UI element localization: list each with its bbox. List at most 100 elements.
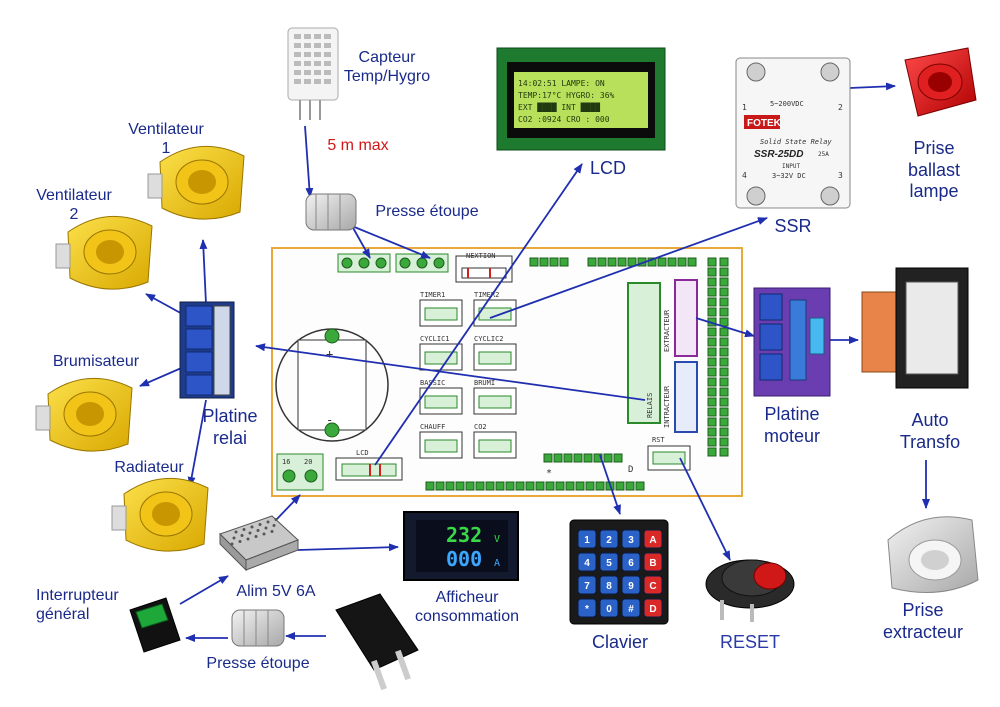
arrow-relai-to-vent2 <box>145 293 187 317</box>
keypad-key-label: 8 <box>606 581 612 592</box>
label-interrupteur: Interrupteur général <box>36 587 119 624</box>
label-ventilateur1: Ventilateur 1 <box>128 121 204 158</box>
ssr-pin-4: 4 <box>742 171 747 180</box>
arrow-board-to-relai <box>255 343 646 401</box>
lcd-line-3: EXT ████ INT ████ <box>518 102 600 112</box>
arrow-alim-to-afficheur <box>297 543 399 552</box>
keypad-key: B <box>643 552 663 572</box>
keypad-key: 4 <box>577 552 597 572</box>
platine-moteur <box>753 287 831 397</box>
extracteur-label: EXTRACTEUR <box>663 309 671 352</box>
keypad-key: 9 <box>621 575 641 595</box>
label-prise-extracteur: Prise extracteur <box>882 600 964 642</box>
ssr-model: SSR-25DD <box>754 149 803 160</box>
label-presse-bottom: Presse étoupe <box>206 655 310 672</box>
lcd-line-1: 14:02:51 LAMPE: ON <box>518 79 605 88</box>
rst-label: RST <box>652 436 665 444</box>
label-radiateur: Radiateur <box>114 459 184 476</box>
keypad-key-label: 6 <box>628 558 634 569</box>
power-terminal: 16 20 <box>276 453 324 491</box>
meter-current-unit: A <box>494 558 500 569</box>
keypad-key-label: 9 <box>628 581 634 592</box>
svg-text:+: + <box>326 347 333 361</box>
arrow-capteur-to-presse <box>304 125 314 198</box>
connector-label: TIMER2 <box>474 291 499 299</box>
top-terminal-block <box>337 253 513 283</box>
label-distance: 5 m max <box>327 137 389 154</box>
keypad-key-label: B <box>649 558 656 569</box>
yellow-socket-1 <box>147 145 245 220</box>
label-clavier: Clavier <box>591 632 648 652</box>
keypad-key: D <box>643 598 663 618</box>
label-brumisateur: Brumisateur <box>52 353 140 370</box>
keypad-key-label: # <box>628 604 634 615</box>
keypad-key: C <box>643 575 663 595</box>
yellow-socket-2 <box>55 215 153 290</box>
keypad-key: * <box>577 598 597 618</box>
keypad-key: 2 <box>599 529 619 549</box>
ssr-pin-2: 2 <box>838 103 843 112</box>
ssr-module: 1 2 3 4 5~200VDC FOTEK Solid State Relay… <box>735 57 851 209</box>
connector-timer2: TIMER2 <box>473 291 517 327</box>
arrow-board-to-reset <box>679 457 731 561</box>
connector-bassic: BASSIC <box>419 379 463 415</box>
right-header-pins <box>707 257 729 457</box>
terminal-label-20: 20 <box>304 458 312 466</box>
alim-power-supply <box>219 515 299 572</box>
connector-label: CHAUFF <box>420 423 445 431</box>
yellow-socket-3 <box>35 377 133 452</box>
top-header-pins <box>529 257 697 267</box>
d-label: D <box>628 465 633 475</box>
connector-label: CYCLIC2 <box>474 335 504 343</box>
arrow-alim-to-board <box>275 494 301 521</box>
keypad-key-label: 3 <box>628 535 634 546</box>
yellow-socket-4 <box>111 477 209 552</box>
intracteur-label: INTRACTEUR <box>663 385 671 428</box>
arrow-board-to-lcd <box>374 163 583 466</box>
auto-transfo <box>861 267 969 389</box>
relais-label: RELAIS <box>646 393 654 418</box>
label-platine-relai: Platine relai <box>202 406 258 448</box>
terminal-label-16: 16 <box>282 458 290 466</box>
meter-voltage-unit: V <box>494 534 500 545</box>
arrow-board-to-clavier <box>599 454 621 515</box>
arrow-relai-to-radiateur <box>187 399 207 487</box>
arrow-interrupteur-to-alim <box>179 575 229 605</box>
keypad-key-label: 0 <box>606 604 612 615</box>
label-auto-transfo: Auto Transfo <box>899 410 961 452</box>
arrow-relai-to-brumi <box>139 365 187 387</box>
power-plug <box>335 593 419 691</box>
arrows <box>139 82 930 642</box>
label-afficheur: Afficheur consommation <box>414 589 520 626</box>
capteur-sensor <box>287 27 339 120</box>
keypad-key-label: A <box>649 535 656 546</box>
connector-co2: CO2 <box>473 423 517 459</box>
extracteur-header: EXTRACTEUR <box>663 279 698 357</box>
connector-chauff: CHAUFF <box>419 423 463 459</box>
prise-ballast-socket <box>904 47 977 117</box>
star-label: * <box>546 468 552 479</box>
keypad-key-label: 5 <box>606 558 612 569</box>
connector-cyclic2: CYCLIC2 <box>473 335 517 371</box>
connector-label: CYCLIC1 <box>420 335 450 343</box>
presse-etoupe-bottom <box>231 609 285 647</box>
connector-timer1: TIMER1 <box>419 291 463 327</box>
keypad-key-label: 7 <box>584 581 590 592</box>
keypad-key: 8 <box>599 575 619 595</box>
keypad-key: 1 <box>577 529 597 549</box>
ssr-volt-top: 5~200VDC <box>770 100 804 108</box>
ssr-amps: 25A <box>818 151 829 158</box>
arrow-presse-to-board-2 <box>351 225 431 259</box>
keypad-key: 6 <box>621 552 641 572</box>
label-presse-top: Presse étoupe <box>375 203 479 220</box>
ssr-brand: FOTEK <box>747 118 782 129</box>
relais-header: RELAIS <box>627 282 661 424</box>
label-alim: Alim 5V 6A <box>236 583 316 600</box>
reset-button <box>705 559 795 622</box>
keypad-key: 3 <box>621 529 641 549</box>
